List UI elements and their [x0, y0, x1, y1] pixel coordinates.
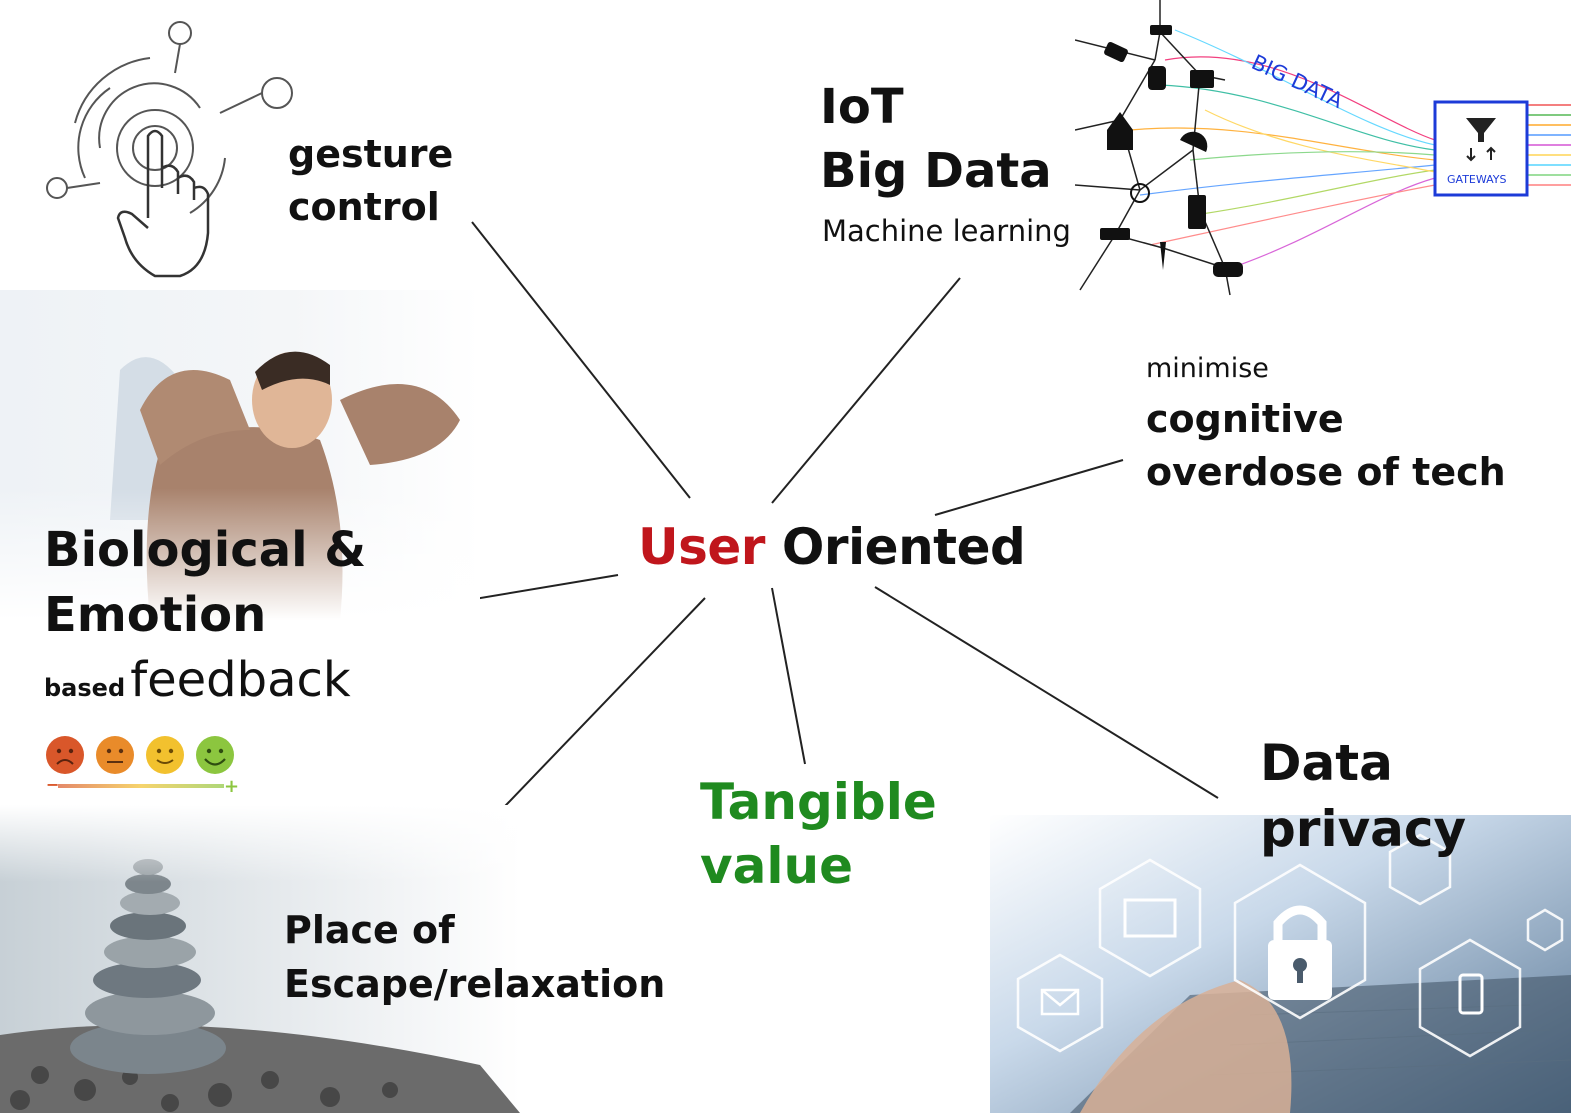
- connector-gesture: [471, 221, 691, 499]
- center-rest-word: Oriented: [781, 518, 1026, 576]
- cognitive-line2: overdose of tech: [1146, 450, 1506, 494]
- stacked-stones-photo: [0, 805, 520, 1113]
- node-tangible-value: Tangible value: [700, 770, 937, 898]
- gesture-line2: control: [288, 185, 440, 229]
- privacy-line1: Data: [1260, 734, 1393, 792]
- scale-minus: −: [46, 775, 59, 794]
- gesture-touch-icon: [46, 21, 293, 278]
- node-iot-big-data: IoT Big Data: [820, 75, 1052, 203]
- slight-smile-face-icon: [146, 736, 184, 774]
- feedback-word: feedback: [130, 652, 351, 708]
- funnel-icon: [1466, 118, 1496, 142]
- neutral-face-icon: [96, 736, 134, 774]
- gateway-label: GATEWAYS: [1447, 173, 1507, 186]
- cognitive-prefix: minimise: [1146, 353, 1269, 384]
- tangible-line1: Tangible: [700, 773, 937, 831]
- padlock-icon: [1268, 905, 1332, 1000]
- feedback-label: based feedback: [44, 652, 351, 708]
- relaxing-man-photo: [0, 290, 480, 620]
- iot-line2: Big Data: [820, 143, 1052, 199]
- iot-subtitle: Machine learning: [822, 214, 1071, 248]
- connector-privacy: [874, 586, 1219, 799]
- escape-line1: Place of: [284, 908, 455, 952]
- scale-plus: +: [224, 776, 239, 797]
- iot-line1: IoT: [820, 79, 904, 135]
- node-biological-emotion: Biological & Emotion: [44, 518, 366, 648]
- scale-bar: [58, 784, 224, 788]
- connector-iot: [771, 277, 961, 504]
- connector-cognitive: [934, 459, 1124, 516]
- node-place-of-escape: Place of Escape/relaxation: [284, 903, 665, 1011]
- node-cognitive-overdose: cognitive overdose of tech: [1146, 393, 1506, 499]
- connector-tangible: [771, 587, 806, 765]
- privacy-line2: privacy: [1260, 800, 1467, 858]
- emotion-scale: − +: [46, 736, 239, 797]
- center-accent-word: User: [638, 518, 765, 576]
- central-node: User Oriented: [638, 518, 1026, 576]
- bio-line2: Emotion: [44, 587, 267, 643]
- node-gesture-control: gesture control: [288, 128, 453, 234]
- happy-face-icon: [196, 736, 234, 774]
- monitor-icon: [1123, 898, 1177, 938]
- escape-line2: Escape/relaxation: [284, 962, 666, 1006]
- phone-icon: [1458, 973, 1484, 1015]
- node-data-privacy: Data privacy: [1260, 730, 1466, 862]
- cognitive-line1: cognitive: [1146, 397, 1344, 441]
- gesture-line1: gesture: [288, 132, 454, 176]
- gateway-box: [1433, 100, 1529, 197]
- based-word: based: [44, 674, 126, 702]
- tangible-line2: value: [700, 837, 853, 895]
- iot-network-graphic: [1075, 0, 1571, 296]
- mail-icon: [1040, 988, 1080, 1016]
- sad-face-icon: [46, 736, 84, 774]
- bio-line1: Biological &: [44, 522, 367, 578]
- data-security-photo: [990, 815, 1571, 1113]
